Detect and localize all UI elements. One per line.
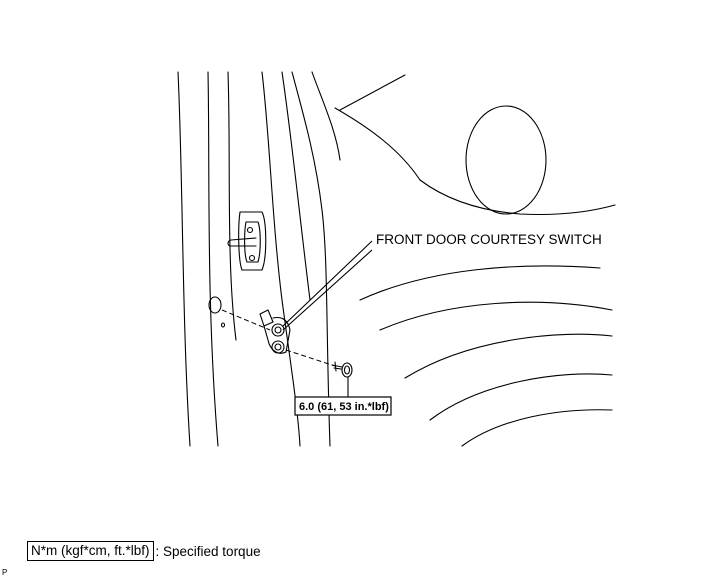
body-service-hole <box>465 105 547 215</box>
door-striker <box>227 211 267 271</box>
courtesy-switch <box>259 309 291 354</box>
torque-box <box>294 396 392 416</box>
body-pillar-outline <box>334 74 616 216</box>
wheel-arch-outline <box>359 265 613 447</box>
bolt <box>331 361 353 378</box>
mounting-hole <box>208 296 226 328</box>
torque-value: 6.0 (61, 53 in.*lbf) <box>299 401 389 413</box>
legend: N*m (kgf*cm, ft.*lbf) : Specified torque <box>27 540 261 562</box>
install-guide-lines <box>221 309 336 367</box>
legend-description: : Specified torque <box>155 543 261 559</box>
leader-lines <box>282 240 373 397</box>
part-label: FRONT DOOR COURTESY SWITCH <box>376 232 602 247</box>
legend-unit-box: N*m (kgf*cm, ft.*lbf) <box>27 541 154 561</box>
corner-code: P <box>2 568 8 577</box>
